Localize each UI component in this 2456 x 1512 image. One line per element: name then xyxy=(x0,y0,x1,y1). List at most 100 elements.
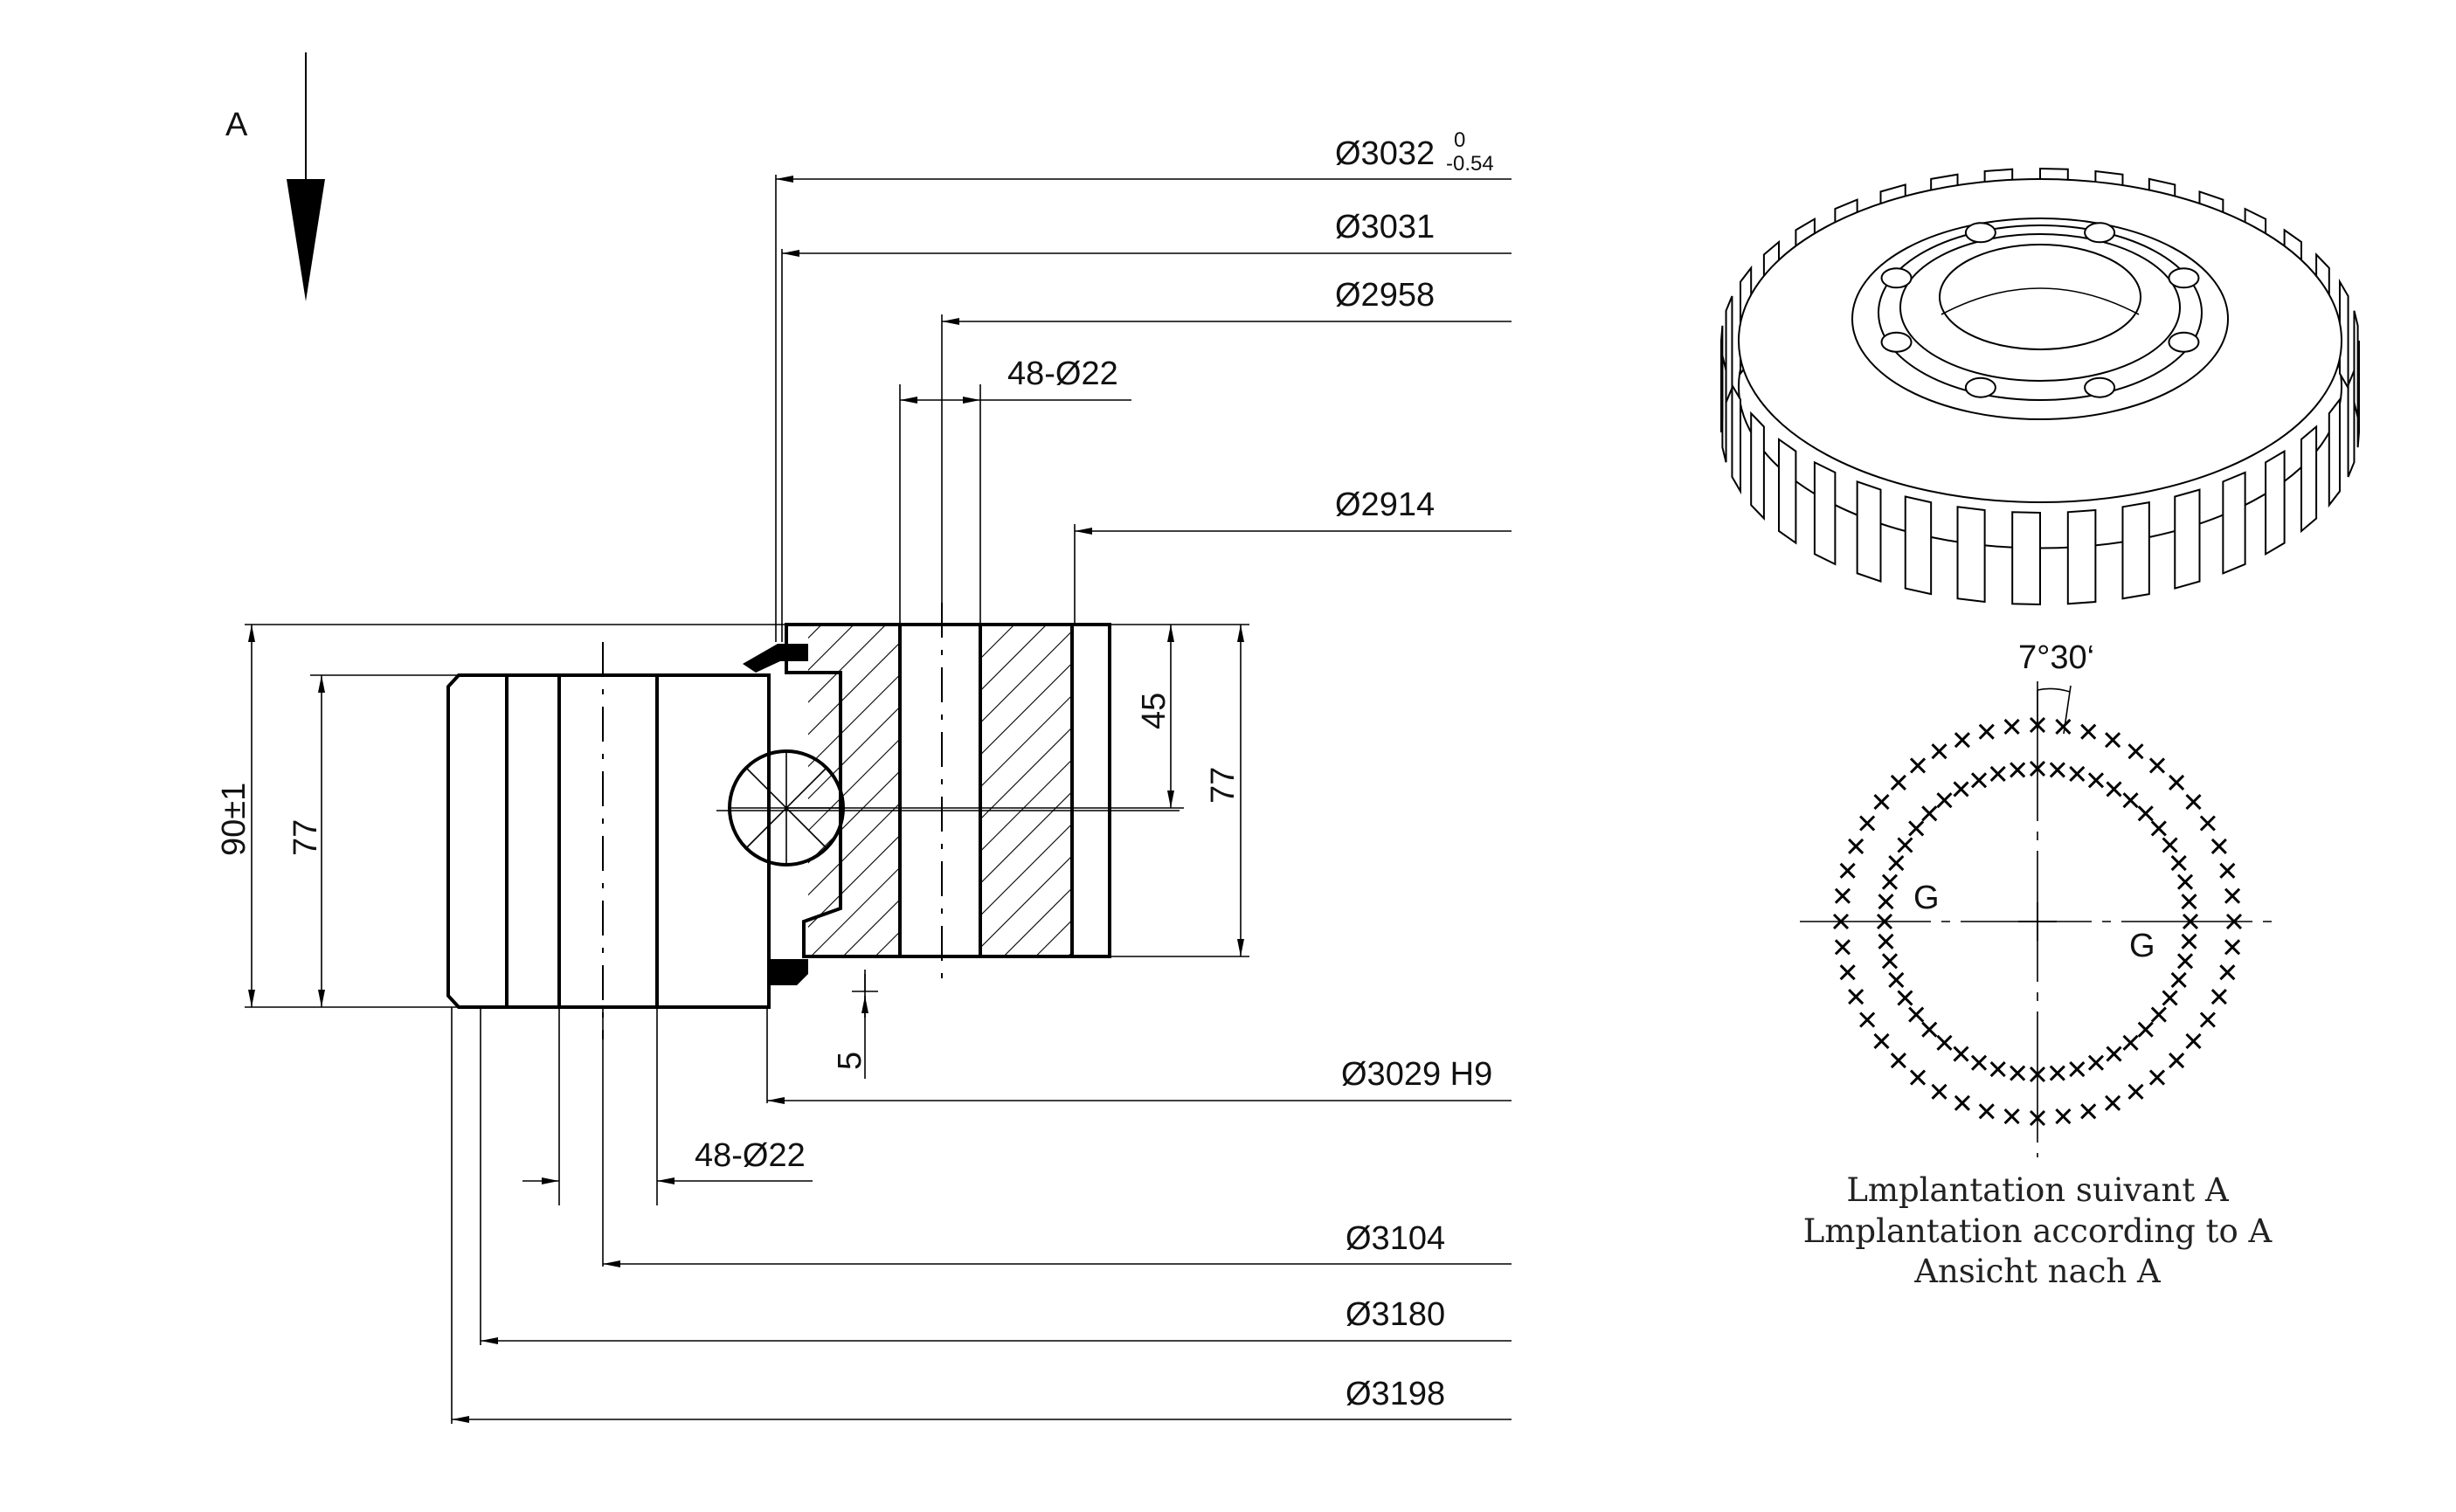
outer-ring xyxy=(446,642,771,1039)
dimension-lines-left xyxy=(245,625,459,1008)
gear-top-face xyxy=(1738,178,2342,503)
outer-hole-marker xyxy=(2225,913,2243,930)
dim-d3104: Ø3104 xyxy=(1346,1220,1445,1257)
outer-hole-marker xyxy=(2185,793,2202,811)
inner-hole-circle xyxy=(1876,760,2199,1083)
inner-hole-marker xyxy=(1989,1060,2006,1078)
outer-hole-marker xyxy=(2148,1069,2166,1086)
dimension-lines-top xyxy=(245,175,1512,957)
dim-gap5: 5 xyxy=(832,1052,868,1070)
inner-hole-marker xyxy=(2049,762,2065,778)
dimension-lines-bottom xyxy=(451,970,1512,1424)
outer-hole-marker xyxy=(2169,774,2185,791)
outer-hole-marker xyxy=(2003,718,2020,735)
outer-hole-marker xyxy=(2105,1094,2121,1111)
dim-d3029: Ø3029 H9 xyxy=(1341,1056,1492,1093)
gear-tooth xyxy=(1778,438,1797,545)
outer-hole-circle xyxy=(1832,716,2243,1127)
view-direction-arrow xyxy=(287,52,325,301)
inner-hole-marker xyxy=(2176,953,2194,970)
outer-hole-marker xyxy=(1978,1103,1995,1120)
outer-hole-marker xyxy=(1909,1069,1927,1086)
inner-hole-marker xyxy=(1876,913,1893,930)
outer-hole-marker xyxy=(2127,1083,2144,1100)
outer-hole-marker xyxy=(1839,964,1856,981)
gear-bolt-hole xyxy=(2168,331,2200,353)
caption-line-3: Ansicht nach A xyxy=(1913,1253,2162,1290)
inner-hole-marker xyxy=(2010,1065,2026,1081)
gear-tooth xyxy=(2222,471,2246,575)
inner-hole-marker xyxy=(2069,1060,2086,1078)
outer-hole-marker xyxy=(2055,1108,2072,1125)
dim-d3032-tol-upper: 0 xyxy=(1454,128,1465,152)
outer-hole-marker xyxy=(2127,743,2144,760)
outer-hole-marker xyxy=(2199,815,2216,832)
gear-isometric-view xyxy=(1720,167,2360,606)
inner-hole-marker xyxy=(2162,837,2178,853)
cross-section xyxy=(446,603,1180,1039)
outer-hole-marker xyxy=(1954,732,1970,749)
outer-hole-marker xyxy=(2003,1108,2020,1125)
gear-bolt-hole xyxy=(2168,267,2200,289)
inner-hole-marker xyxy=(2029,1066,2046,1083)
inner-hole-marker xyxy=(1881,873,1899,890)
inner-hole-marker xyxy=(1897,837,1913,853)
gear-bolt-holes xyxy=(1880,222,2200,398)
gear-tooth xyxy=(2347,369,2356,478)
dim-h90: 90±1 xyxy=(216,783,253,856)
inner-hole-marker xyxy=(1936,1034,1953,1051)
outer-hole-marker xyxy=(1873,1032,1890,1050)
gear-tooth xyxy=(1956,506,1986,604)
gear-tooth xyxy=(1725,295,1733,404)
dim-d3032: Ø3032 xyxy=(1335,135,1435,172)
inner-hole-marker xyxy=(2182,913,2199,930)
outer-hole-marker xyxy=(1909,757,1927,774)
inner-hole-marker xyxy=(1921,805,1938,822)
inner-hole-marker xyxy=(2181,933,2197,949)
outer-hole-marker xyxy=(1978,723,1995,740)
gear-bolt-hole xyxy=(1880,331,1913,353)
lower-seal xyxy=(769,959,808,985)
gear-bolt-hole xyxy=(2084,376,2116,398)
outer-hole-marker xyxy=(1873,793,1890,811)
inner-hole-marker xyxy=(2087,1054,2105,1071)
inner-hole-marker xyxy=(2010,762,2026,778)
outer-hole-marker xyxy=(2219,862,2236,879)
outer-hole-marker xyxy=(2199,1011,2216,1028)
outer-hole-marker xyxy=(1832,913,1850,930)
grease-label-left: G xyxy=(1913,880,1940,916)
view-label: A xyxy=(225,107,248,143)
dim-d3180: Ø3180 xyxy=(1346,1296,1445,1333)
gear-tooth xyxy=(2328,397,2341,508)
outer-hole-marker xyxy=(1859,1011,1876,1028)
gear-bolt-hole xyxy=(1964,376,1996,398)
outer-hole-marker xyxy=(2219,964,2236,981)
outer-hole-marker xyxy=(1834,939,1851,956)
outer-hole-marker xyxy=(1931,1083,1948,1100)
dim-d3031: Ø3031 xyxy=(1335,209,1435,245)
inner-hole-marker xyxy=(2087,772,2105,789)
gear-tooth xyxy=(2066,508,2097,605)
inner-hole-marker xyxy=(1970,772,1988,789)
inner-hole-marker xyxy=(2069,765,2086,783)
outer-hole-marker xyxy=(1834,887,1851,904)
outer-hole-marker xyxy=(2210,838,2227,854)
dim-h45: 45 xyxy=(1136,693,1173,729)
inner-hole-marker xyxy=(1936,792,1953,809)
caption-line-2: Lmplantation according to A xyxy=(1803,1212,2273,1250)
outer-hole-marker xyxy=(2080,1103,2097,1120)
gear-tooth xyxy=(1721,355,1727,463)
outer-hole-marker xyxy=(2080,723,2097,740)
inner-hole-marker xyxy=(1908,820,1925,837)
inner-hole-marker xyxy=(1881,953,1899,970)
gear-tooth xyxy=(1750,411,1765,521)
outer-hole-marker xyxy=(1859,815,1876,832)
gear-bolt-hole xyxy=(1880,267,1913,289)
inner-hole-marker xyxy=(2170,971,2187,989)
inner-hole-marker xyxy=(2170,854,2187,872)
gear-tooth xyxy=(2121,501,2150,600)
outer-hole-marker xyxy=(1848,838,1864,854)
dim-d3198: Ø3198 xyxy=(1346,1376,1445,1412)
gear-tooth xyxy=(1813,460,1837,566)
